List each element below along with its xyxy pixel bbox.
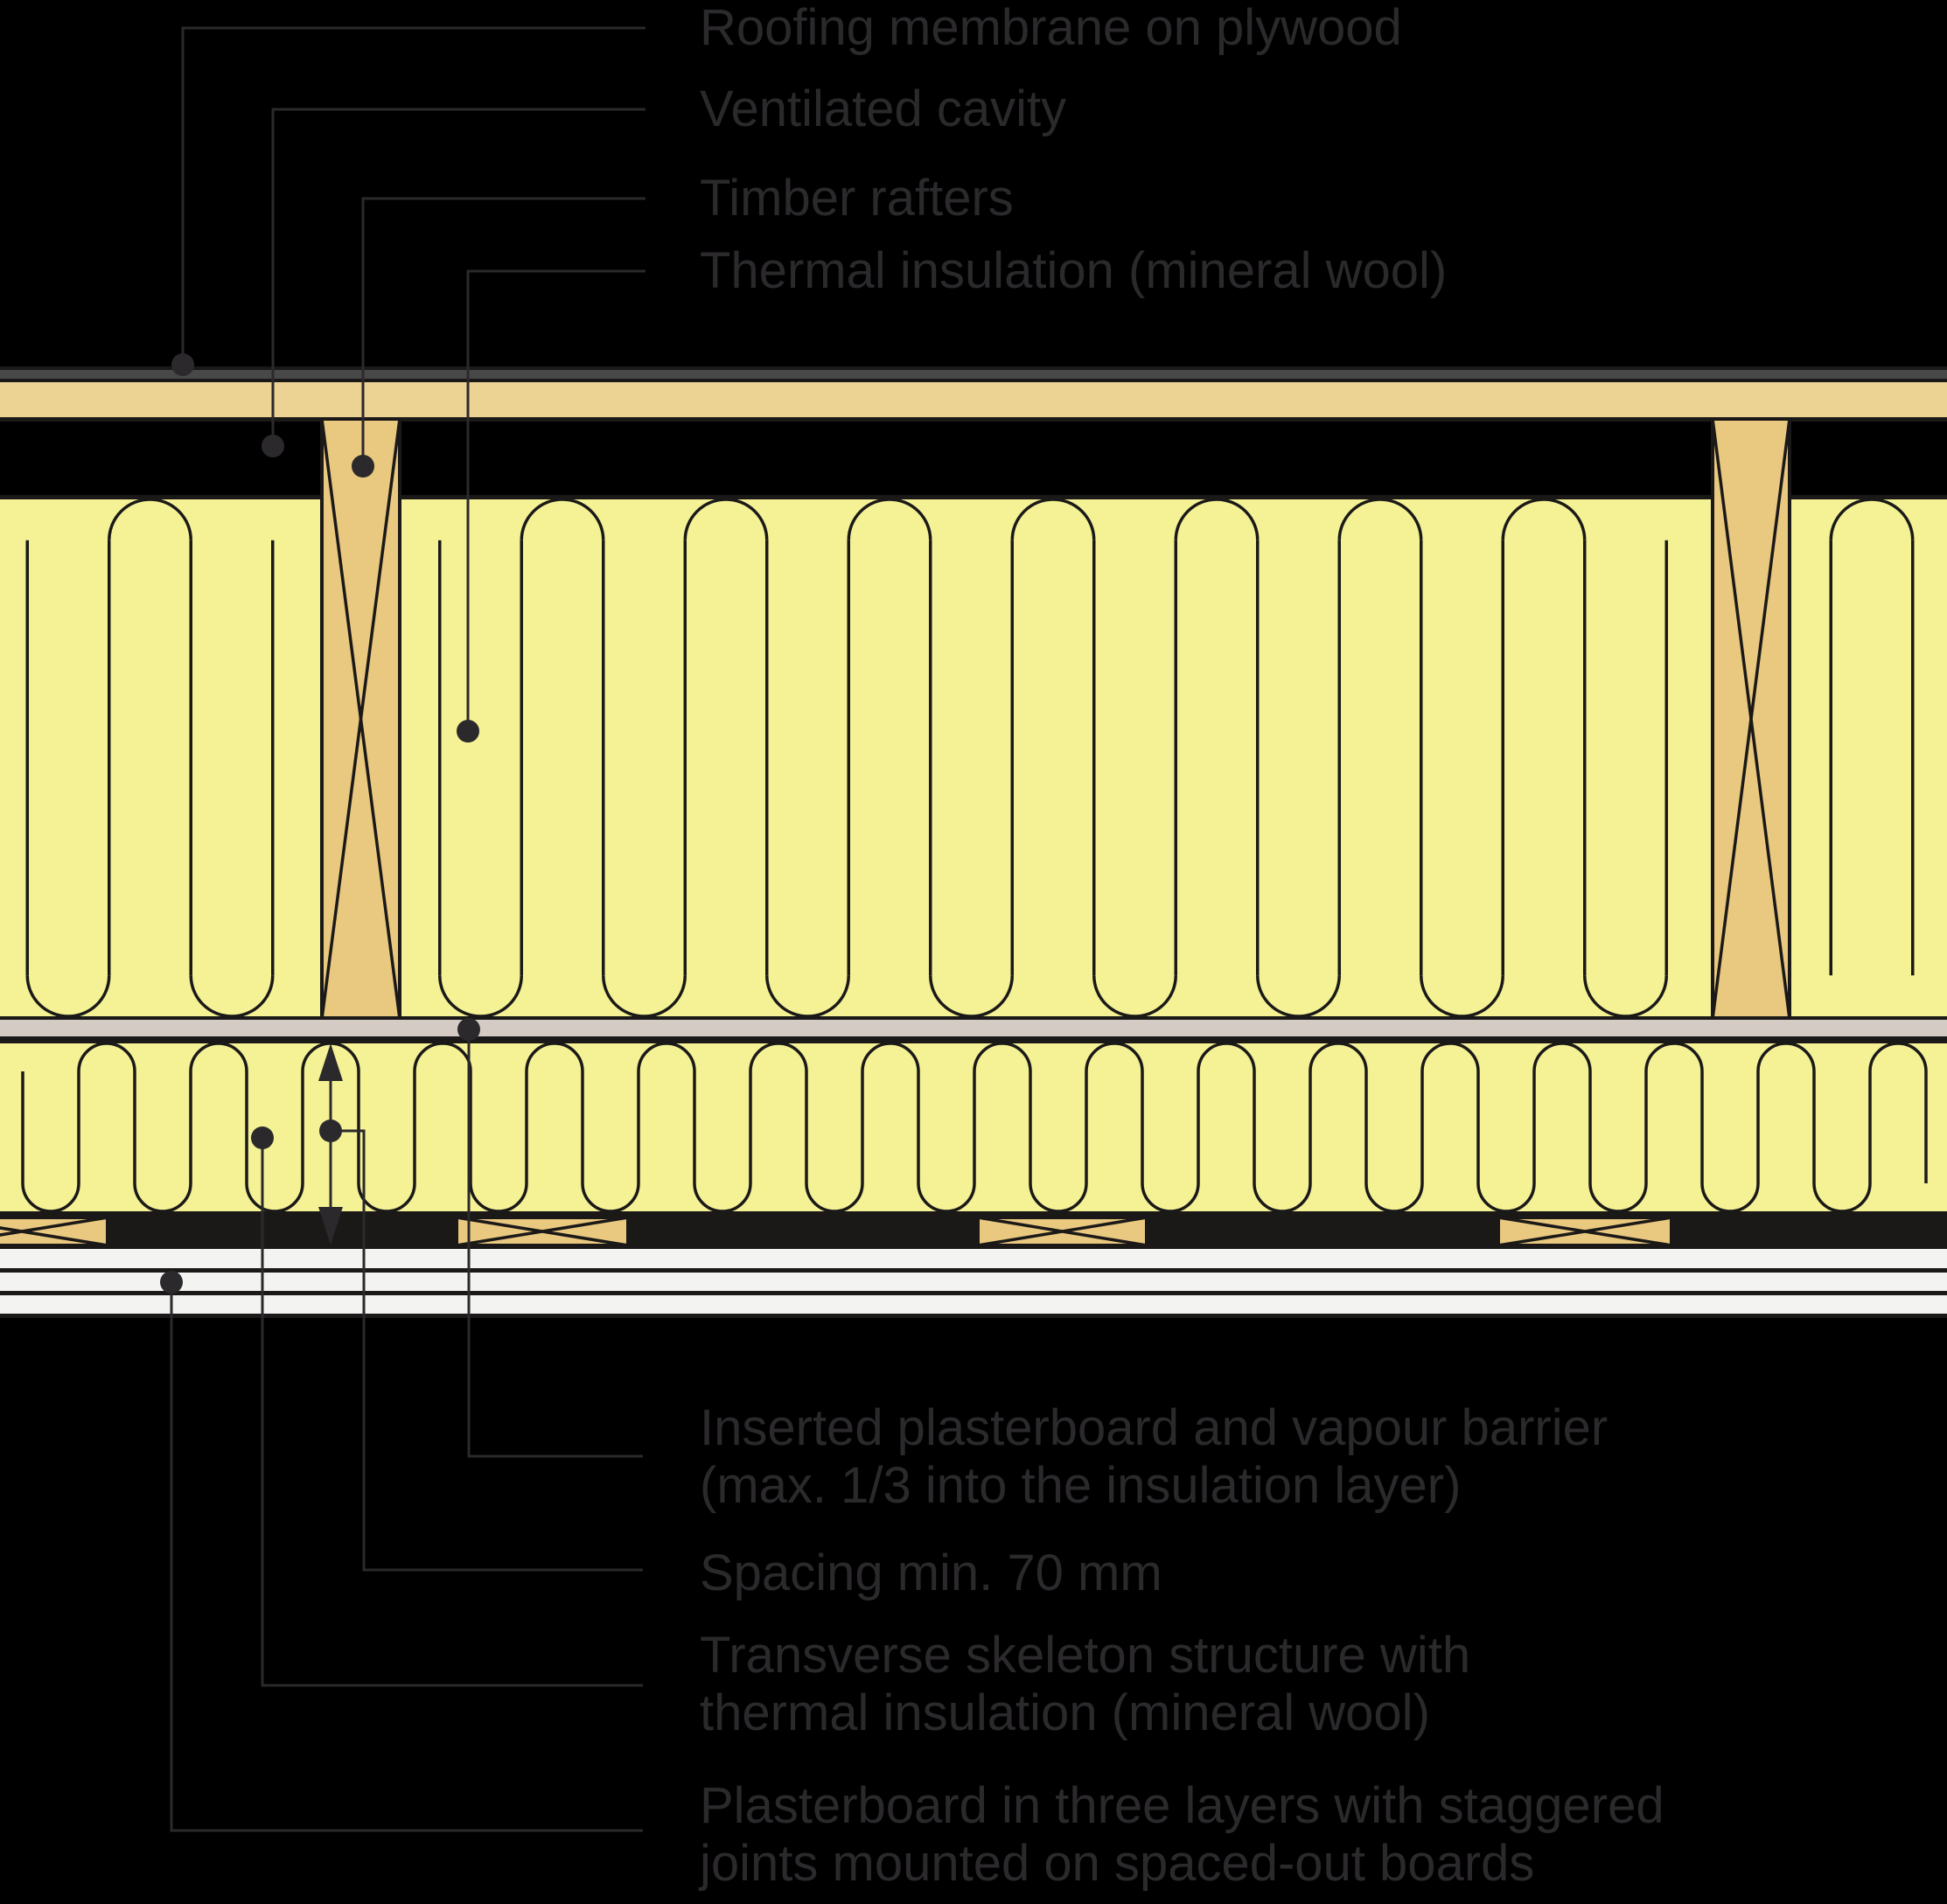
- bottom-label-3-leader-line: [261, 1138, 643, 1687]
- lower-insulation-pattern-bottom-cap: [1812, 1182, 1872, 1213]
- lower-insulation-pattern-bottom-cap: [1476, 1182, 1536, 1213]
- upper-insulation-pattern-top-cap: [1829, 498, 1915, 541]
- upper-insulation-pattern-top-cap: [683, 498, 769, 541]
- lower-insulation-pattern-bottom-cap: [469, 1182, 528, 1213]
- lower-insulation-pattern-bottom-cap: [917, 1182, 976, 1213]
- label-inserted-plasterboard-line1: Inserted plasterboard and vapour barrier: [700, 1399, 1608, 1456]
- top-label-4-leader-dot: [457, 720, 479, 743]
- top-label-2-leader-line: [271, 108, 646, 446]
- lower-insulation-pattern-bottom-cap: [805, 1182, 864, 1213]
- bottom-label-2-leader-line: [331, 1129, 643, 1572]
- bottom-label-1-leader-dot: [457, 1018, 480, 1041]
- lower-insulation-pattern-bottom-cap: [1700, 1182, 1760, 1213]
- skeleton-batten-2-cross-line: [456, 1216, 629, 1247]
- lower-insulation-pattern-top-cap: [1085, 1042, 1144, 1072]
- upper-insulation-pattern-top-cap: [1174, 498, 1260, 541]
- lower-insulation-pattern-bottom-cap: [1253, 1182, 1312, 1213]
- label-plasterboard-three-layers-line1: Plasterboard in three layers with stagge…: [700, 1777, 1664, 1834]
- top-label-1-leader-line: [181, 26, 646, 365]
- label-transverse-skeleton-line1: Transverse skeleton structure with: [700, 1627, 1470, 1684]
- spacing-arrowhead-up: [318, 1043, 343, 1081]
- lower-insulation-pattern-top-cap: [1308, 1042, 1368, 1072]
- construction-drawing: [0, 366, 1947, 1318]
- plasterboard-slab: [0, 1249, 1947, 1317]
- upper-insulation-top-line: [0, 495, 1947, 499]
- barrier-top-line: [0, 1016, 1947, 1020]
- plasterboard-bottom-line: [0, 1314, 1947, 1318]
- timber-rafter-2-cross-line: [1711, 418, 1791, 1020]
- label-text-layer: Roofing membrane on plywood Ventilated c…: [698, 0, 1664, 1892]
- lower-insulation-pattern-top-cap: [973, 1042, 1032, 1072]
- upper-insulation-pattern-top-cap: [108, 498, 192, 541]
- upper-insulation-pattern-top-cap: [1010, 498, 1096, 541]
- lower-insulation-pattern-top-cap: [1756, 1042, 1816, 1072]
- bottom-label-4-leader-dot: [160, 1271, 183, 1294]
- lower-insulation-pattern-bottom-cap: [1588, 1182, 1648, 1213]
- lower-insulation-pattern-top-cap: [749, 1042, 808, 1072]
- label-ventilated-cavity: Ventilated cavity: [700, 80, 1066, 137]
- skeleton-batten-3-cross-line: [977, 1216, 1148, 1247]
- roof-membrane: [0, 370, 1947, 379]
- lower-insulation-pattern-top-cap: [1532, 1042, 1592, 1072]
- label-timber-rafters: Timber rafters: [700, 170, 1014, 227]
- timber-rafter-1-cross-line: [320, 418, 401, 1020]
- upper-insulation-pattern-top-cap: [520, 498, 605, 541]
- top-label-3-leader-dot: [352, 455, 374, 478]
- bottom-label-3-leader-dot: [251, 1126, 274, 1149]
- barrier-bottom-line: [0, 1036, 1947, 1043]
- skeleton-batten-4-cross-line: [1497, 1216, 1672, 1247]
- annotation-layer: [160, 26, 646, 1832]
- lower-insulation-pattern-bottom-cap: [581, 1182, 640, 1213]
- roof-membrane-top-line: [0, 366, 1947, 370]
- spacing-arrowhead-down: [318, 1207, 343, 1245]
- label-inserted-plasterboard-line2: (max. 1/3 into the insulation layer): [700, 1457, 1461, 1514]
- lower-insulation-pattern-top-cap: [1644, 1042, 1704, 1072]
- vapour-barrier-strip: [0, 1020, 1947, 1036]
- upper-insulation-pattern-top-cap: [847, 498, 932, 541]
- lower-insulation-pattern-top-cap: [637, 1042, 696, 1072]
- upper-insulation-pattern-top-cap: [1501, 498, 1587, 541]
- upper-insulation-field: [0, 499, 1947, 1016]
- skeleton-batten-1-cross-line: [0, 1216, 108, 1237]
- lower-insulation-pattern-bottom-cap: [21, 1182, 80, 1213]
- lower-insulation-pattern-bottom-cap: [693, 1182, 752, 1213]
- label-spacing-min-70mm: Spacing min. 70 mm: [700, 1545, 1162, 1601]
- lower-insulation-pattern-top-cap: [525, 1042, 584, 1072]
- roof-membrane-bottom-line: [0, 379, 1947, 382]
- top-label-1-leader-dot: [171, 353, 194, 376]
- lower-insulation-pattern-top-cap: [1420, 1042, 1480, 1072]
- lower-insulation-pattern-bottom-cap: [1141, 1182, 1200, 1213]
- plasterboard-joint-line-1: [0, 1268, 1947, 1273]
- lower-insulation-pattern-bottom-cap: [1029, 1182, 1088, 1213]
- label-plasterboard-three-layers-line2: joints mounted on spaced-out boards: [698, 1835, 1534, 1892]
- lower-insulation-pattern-top-cap: [861, 1042, 920, 1072]
- label-thermal-insulation: Thermal insulation (mineral wool): [700, 242, 1447, 299]
- bottom-label-1-leader-line: [467, 1029, 643, 1458]
- lower-insulation-pattern-bottom-cap: [133, 1182, 192, 1213]
- lower-insulation-pattern-bottom-cap: [357, 1182, 416, 1213]
- lower-insulation-pattern-top-cap: [77, 1042, 136, 1072]
- lower-insulation-pattern-top-cap: [1868, 1042, 1928, 1072]
- label-roofing-membrane: Roofing membrane on plywood: [700, 0, 1402, 56]
- plasterboard-joint-line-2: [0, 1291, 1947, 1295]
- top-label-3-leader-line: [361, 197, 646, 466]
- top-label-2-leader-dot: [262, 435, 284, 457]
- upper-insulation-pattern-top-cap: [1337, 498, 1423, 541]
- lower-insulation-pattern-bottom-cap: [1364, 1182, 1424, 1213]
- top-label-4-leader-line: [466, 269, 646, 731]
- bottom-label-4-leader-line: [170, 1282, 643, 1832]
- lower-insulation-bottom-line: [0, 1211, 1947, 1217]
- lower-insulation-pattern-top-cap: [189, 1042, 248, 1072]
- lower-insulation-pattern-bottom-cap: [245, 1182, 304, 1213]
- lower-insulation-pattern-top-cap: [1197, 1042, 1256, 1072]
- plywood-bottom-line: [0, 417, 1947, 422]
- label-transverse-skeleton-line2: thermal insulation (mineral wool): [700, 1684, 1430, 1741]
- plywood-deck: [0, 382, 1947, 417]
